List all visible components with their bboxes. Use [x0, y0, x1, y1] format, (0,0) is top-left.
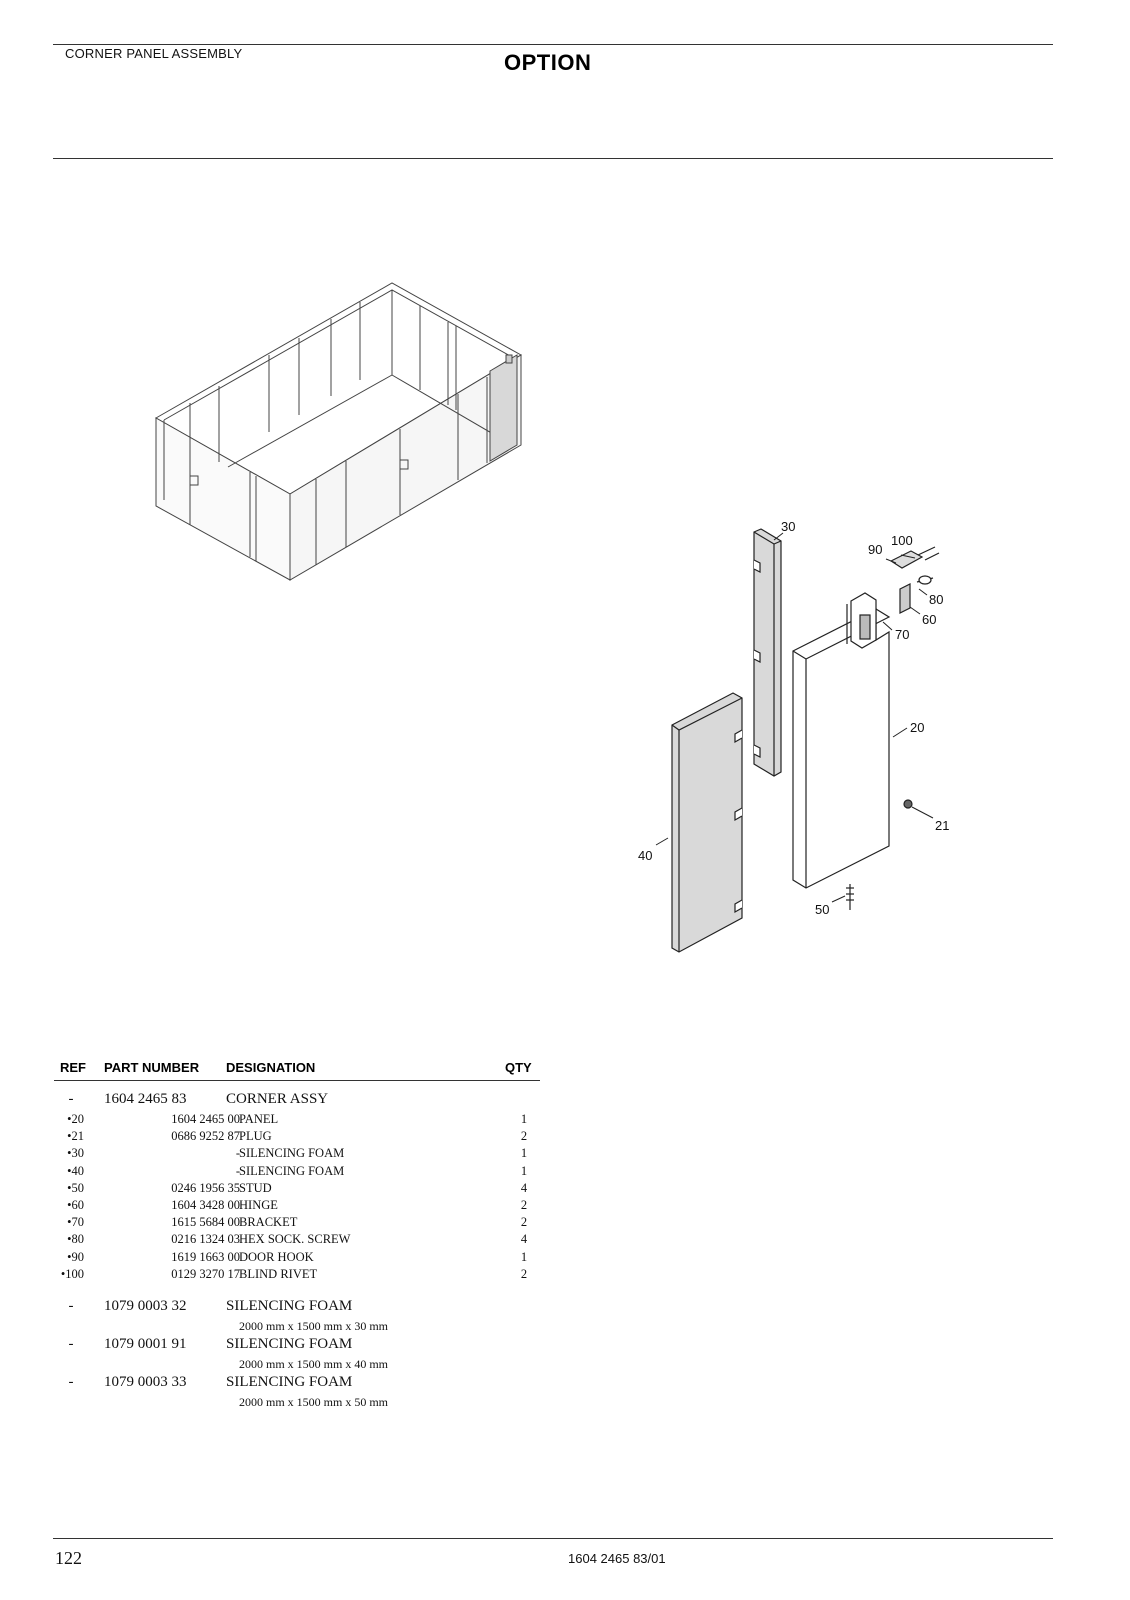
row-ref: •90 — [67, 1249, 84, 1264]
row-designation: SILENCING FOAM — [226, 1297, 353, 1314]
row-ref: •21 — [67, 1129, 84, 1144]
row-designation: SILENCING FOAM — [239, 1146, 345, 1161]
row-designation: PANEL — [239, 1112, 279, 1126]
row-ref: - — [68, 1335, 74, 1352]
row-qty: 1 — [520, 1249, 528, 1264]
row-qty: 2 — [520, 1197, 528, 1212]
corner-panel-exploded-drawing — [671, 528, 940, 953]
row-part-number: 1604 3428 00 — [171, 1197, 240, 1212]
table-row-note: 2000 mm x 1500 mm x 50 mm — [54, 1395, 540, 1412]
row-part-number: 0686 9252 87 — [171, 1129, 240, 1144]
callout-100: 100 — [891, 533, 913, 548]
callout-30: 30 — [781, 519, 795, 534]
table-row-note: 2000 mm x 1500 mm x 30 mm — [54, 1319, 540, 1336]
table-row: •40 - SILENCING FOAM 1 — [54, 1164, 540, 1181]
row-designation: SILENCING FOAM — [239, 1163, 345, 1178]
footer-rule — [53, 1538, 1053, 1539]
option-title: OPTION — [504, 50, 592, 75]
table-row-note: 2000 mm x 1500 mm x 40 mm — [54, 1357, 540, 1374]
row-designation: HINGE — [239, 1197, 278, 1212]
callout-70: 70 — [895, 627, 909, 642]
enclosure-isometric-drawing — [154, 282, 522, 581]
callout-60: 60 — [922, 612, 936, 627]
row-ref: •20 — [67, 1112, 84, 1126]
row-qty: 2 — [520, 1129, 528, 1144]
header-ref: REF — [60, 1060, 86, 1075]
row-ref: - — [68, 1373, 74, 1390]
header-part-number: PART NUMBER — [104, 1060, 200, 1075]
row-ref: - — [68, 1297, 74, 1314]
row-part-number: 1619 1663 00 — [171, 1249, 240, 1264]
header-qty: QTY — [505, 1060, 532, 1075]
row-part-number: 1079 0001 91 — [104, 1335, 187, 1352]
row-ref: •60 — [67, 1197, 84, 1212]
row-designation: SILENCING FOAM — [226, 1373, 353, 1390]
document-number: 1604 2465 83/01 — [568, 1551, 666, 1566]
row-part-number: 1615 5684 00 — [171, 1215, 240, 1230]
parts-drawing: 30 100 90 80 60 70 20 21 40 50 — [154, 282, 949, 953]
section-title: CORNER PANEL ASSEMBLY — [65, 46, 243, 61]
row-designation: SILENCING FOAM — [226, 1335, 353, 1352]
row-designation: HEX SOCK. SCREW — [239, 1232, 351, 1247]
table-row: •60 1604 3428 00 HINGE 2 — [54, 1198, 540, 1215]
callout-40: 40 — [638, 848, 652, 863]
row-designation: CORNER ASSY — [226, 1091, 329, 1107]
row-ref: •80 — [67, 1232, 84, 1247]
callout-50: 50 — [815, 902, 829, 917]
row-qty: 4 — [520, 1232, 528, 1247]
header-bottom-rule — [53, 158, 1053, 159]
row-ref: •40 — [67, 1163, 84, 1178]
table-row-extra: - 1079 0003 32 SILENCING FOAM — [54, 1298, 540, 1319]
row-part-number: 0216 1324 03 — [171, 1232, 240, 1247]
row-part-number: 1079 0003 33 — [104, 1373, 187, 1390]
table-row-assembly: - 1604 2465 83 CORNER ASSY — [54, 1091, 540, 1112]
table-row: •80 0216 1324 03 HEX SOCK. SCREW 4 — [54, 1232, 540, 1249]
header-top-rule — [53, 44, 1053, 45]
row-qty: 1 — [520, 1112, 528, 1126]
callout-80: 80 — [929, 592, 943, 607]
row-designation: DOOR HOOK — [239, 1249, 314, 1264]
table-row: •30 - SILENCING FOAM 1 — [54, 1146, 540, 1163]
callout-90: 90 — [868, 542, 882, 557]
row-ref: - — [68, 1091, 74, 1107]
parts-table: REF PART NUMBER DESIGNATION QTY - 1604 2… — [54, 1058, 540, 1412]
row-ref: •30 — [67, 1146, 84, 1161]
table-row: •50 0246 1956 35 STUD 4 — [54, 1181, 540, 1198]
callout-leaders — [655, 532, 934, 903]
row-qty: 2 — [520, 1215, 528, 1230]
table-header: REF PART NUMBER DESIGNATION QTY — [54, 1058, 540, 1081]
row-ref: •100 — [60, 1266, 84, 1281]
row-qty: 1 — [520, 1146, 528, 1161]
row-part-number: 1079 0003 32 — [104, 1297, 187, 1314]
table-row-extra: - 1079 0003 33 SILENCING FOAM — [54, 1374, 540, 1395]
header-designation: DESIGNATION — [226, 1060, 316, 1075]
table-row: •70 1615 5684 00 BRACKET 2 — [54, 1215, 540, 1232]
table-row: •100 0129 3270 17 BLIND RIVET 2 — [54, 1267, 540, 1284]
page-number: 122 — [55, 1548, 82, 1568]
row-qty: 1 — [520, 1163, 528, 1178]
row-designation: PLUG — [239, 1129, 272, 1144]
row-part-number: 0246 1956 35 — [171, 1180, 240, 1195]
table-row: •90 1619 1663 00 DOOR HOOK 1 — [54, 1250, 540, 1267]
row-designation: BLIND RIVET — [239, 1266, 318, 1281]
row-part-number: 0129 3270 17 — [171, 1266, 240, 1281]
row-dimensions: 2000 mm x 1500 mm x 40 mm — [239, 1356, 389, 1371]
callout-21: 21 — [935, 818, 949, 833]
table-row-extra: - 1079 0001 91 SILENCING FOAM — [54, 1336, 540, 1357]
row-part-number: - — [235, 1163, 240, 1178]
row-designation: BRACKET — [239, 1215, 298, 1230]
row-designation: STUD — [239, 1180, 272, 1195]
row-qty: 4 — [520, 1180, 528, 1195]
callout-20: 20 — [910, 720, 924, 735]
row-part-number: 1604 2465 00 — [171, 1112, 240, 1126]
row-dimensions: 2000 mm x 1500 mm x 30 mm — [239, 1318, 389, 1333]
row-part-number: 1604 2465 83 — [104, 1091, 187, 1107]
row-part-number: - — [235, 1146, 240, 1161]
table-row: •21 0686 9252 87 PLUG 2 — [54, 1129, 540, 1146]
row-ref: •70 — [67, 1215, 84, 1230]
table-row: •20 1604 2465 00 PANEL 1 — [54, 1112, 540, 1129]
row-ref: •50 — [67, 1180, 84, 1195]
row-qty: 2 — [520, 1266, 528, 1281]
row-dimensions: 2000 mm x 1500 mm x 50 mm — [239, 1394, 389, 1409]
